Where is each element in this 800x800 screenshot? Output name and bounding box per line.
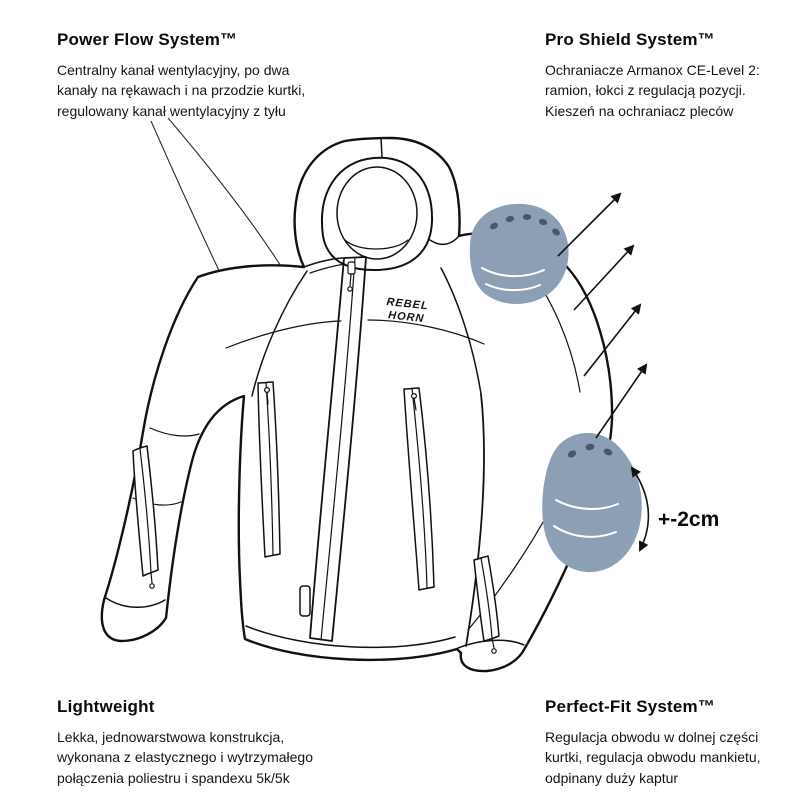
feature-description-perfect-fit: Regulacja obwodu w dolnej części kurtki,… [545, 729, 761, 786]
shoulder-protector-ridge-2 [485, 283, 541, 292]
elbow-protector-shape [542, 432, 642, 573]
zipper-pull-ring [149, 583, 155, 589]
hood-inner-shade [344, 239, 409, 250]
elbow-protector-holes [567, 443, 613, 458]
elbow-protector-ridge-1 [555, 499, 619, 510]
arrow-icon [573, 244, 635, 311]
hood-inner-ring [336, 166, 418, 260]
zipper-teeth-line [320, 257, 356, 641]
zipper-pull [491, 637, 495, 649]
hood-opening [321, 156, 434, 271]
adjustment-label: +-2cm [658, 508, 719, 531]
zipper-pull-ring [491, 648, 497, 654]
feature-title-perfect-fit: Perfect-Fit System™ [545, 697, 716, 716]
elbow-protector-ridge-2 [553, 525, 617, 538]
feature-power-flow: Power Flow System™ Centralny kanał wenty… [57, 30, 332, 121]
zipper-pull [150, 572, 153, 584]
chest-vent-zipper-right [403, 387, 435, 591]
collar-line-left [303, 257, 345, 268]
elbow-protector [542, 432, 642, 573]
zipper-slider [347, 261, 356, 275]
zipper-band [257, 381, 281, 558]
shoulder-protector-holes [490, 214, 560, 236]
zipper-pull [349, 273, 352, 287]
arrow-icon [557, 192, 622, 257]
cuff-zipper-right [473, 555, 500, 654]
torso-right-edge [465, 393, 485, 647]
zipper-teeth-line [139, 448, 152, 574]
chest-seam-left [225, 320, 342, 349]
arrow-icon [595, 363, 648, 439]
feature-pro-shield: Pro Shield System™ Ochraniacze Armanox C… [545, 30, 785, 121]
zipper-teeth-line [480, 557, 493, 639]
brand-logo-line2: HORN [388, 309, 425, 325]
raglan-seam-right [440, 267, 482, 395]
brand-logo: REBEL HORN [386, 296, 429, 325]
brand-logo-line1: REBEL [386, 296, 429, 312]
sleeve-zipper-left [132, 445, 159, 589]
feature-description-pro-shield: Ochraniacze Armanox CE-Level 2: ramion, … [545, 62, 760, 119]
jacket-drawing: REBEL HORN [100, 136, 614, 673]
feature-title-pro-shield: Pro Shield System™ [545, 30, 715, 49]
hem-inner-line [245, 625, 456, 649]
feature-title-power-flow: Power Flow System™ [57, 30, 238, 49]
cuff-line-right [457, 639, 525, 649]
zipper-pull [266, 391, 269, 405]
feature-lightweight: Lightweight Lekka, jednowarstwowa konstr… [57, 697, 342, 788]
sleeve-seam-left-1 [149, 427, 200, 437]
hood-top-seam [380, 137, 383, 158]
zipper-teeth-line [265, 382, 274, 556]
arrow-icon [583, 303, 642, 377]
shoulder-protector-shape [469, 203, 569, 304]
zipper-band [403, 387, 435, 591]
chest-seam-right [367, 319, 485, 345]
feature-description-lightweight: Lekka, jednowarstwowa konstrukcja, wykon… [57, 729, 314, 786]
mesh-band [309, 256, 367, 642]
protector-arrows [557, 192, 648, 439]
collar-line-right [429, 235, 460, 246]
feature-perfect-fit: Perfect-Fit System™ Regulacja obwodu w d… [545, 697, 795, 788]
zipper-band [132, 445, 159, 577]
chest-vent-zipper-left [257, 381, 281, 558]
feature-title-lightweight: Lightweight [57, 697, 155, 716]
shoulder-protector-ridge-1 [481, 267, 545, 278]
hood [303, 137, 460, 274]
cuff-line-left [105, 597, 166, 608]
zipper-band [473, 555, 500, 642]
zipper-teeth-line [411, 387, 428, 589]
zipper-pull-ring [347, 286, 353, 292]
hem-zipper-garage [299, 585, 311, 617]
adjustment-annotation: +-2cm [630, 466, 719, 552]
central-vent-zipper [299, 256, 367, 642]
adjustment-arrow-icon [630, 466, 650, 552]
shoulder-protector [469, 203, 569, 304]
feature-description-power-flow: Centralny kanał wentylacyjny, po dwa kan… [57, 62, 306, 119]
zipper-pull [413, 397, 417, 411]
